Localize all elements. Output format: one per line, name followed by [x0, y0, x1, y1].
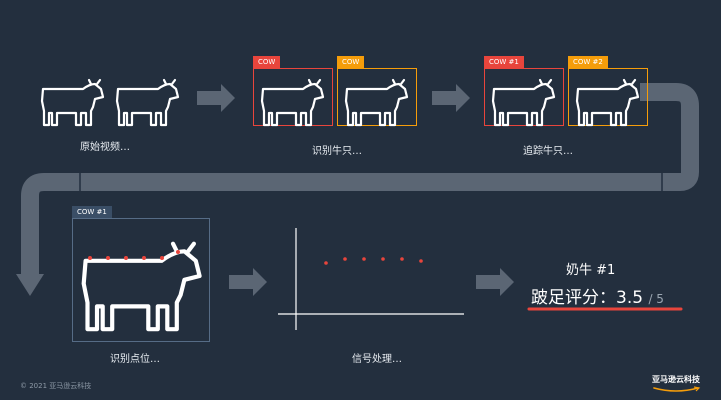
step-label-signal: 信号处理…	[352, 354, 402, 365]
cow-icon	[575, 78, 640, 127]
cow-icon	[115, 78, 180, 127]
signal-points	[324, 257, 423, 265]
tracking-box	[484, 68, 564, 126]
copyright-text: © 2021 亚马逊云科技	[20, 382, 92, 390]
tracking-box	[568, 68, 648, 126]
flow-arrow-3	[229, 268, 267, 296]
detection-tag: COW	[253, 56, 281, 68]
step-label-track: 追踪牛只…	[523, 146, 573, 157]
step-label-detect: 识别牛只…	[312, 146, 362, 157]
flow-arrow-4	[476, 268, 514, 296]
detection-tag: COW	[337, 56, 365, 68]
step-label-raw-video: 原始视频…	[80, 142, 130, 153]
keypoint-tag: COW #1	[72, 206, 112, 218]
lameness-score-label: 跛足评分：	[531, 288, 616, 308]
lameness-score-max: / 5	[648, 292, 664, 306]
step-label-keypoints: 识别点位…	[110, 354, 160, 365]
brand-logo-text: 亚马逊云科技	[652, 375, 700, 384]
cow-icon	[40, 78, 105, 127]
lameness-score-value: 3.5	[616, 288, 644, 308]
signal-plot	[278, 228, 464, 330]
tracking-tag: COW #1	[484, 56, 524, 68]
cow-keypoints-icon	[78, 238, 206, 334]
connector-arrowhead	[16, 274, 44, 296]
cow-icon	[491, 78, 556, 127]
flow-arrow-1	[197, 84, 235, 112]
score-underline	[527, 307, 683, 311]
detection-box	[253, 68, 333, 126]
keypoint-box	[72, 218, 210, 342]
cow-icon	[344, 78, 409, 127]
lameness-score: 跛足评分：3.5 / 5	[531, 283, 664, 308]
flow-arrow-2	[432, 84, 470, 112]
detection-box	[337, 68, 417, 126]
tracking-tag: COW #2	[568, 56, 608, 68]
result-cow-title: 奶牛 #1	[566, 263, 616, 278]
brand-smile-icon	[653, 386, 701, 392]
connector-path	[21, 83, 699, 276]
keypoint-dots	[88, 250, 180, 260]
cow-icon	[260, 78, 325, 127]
